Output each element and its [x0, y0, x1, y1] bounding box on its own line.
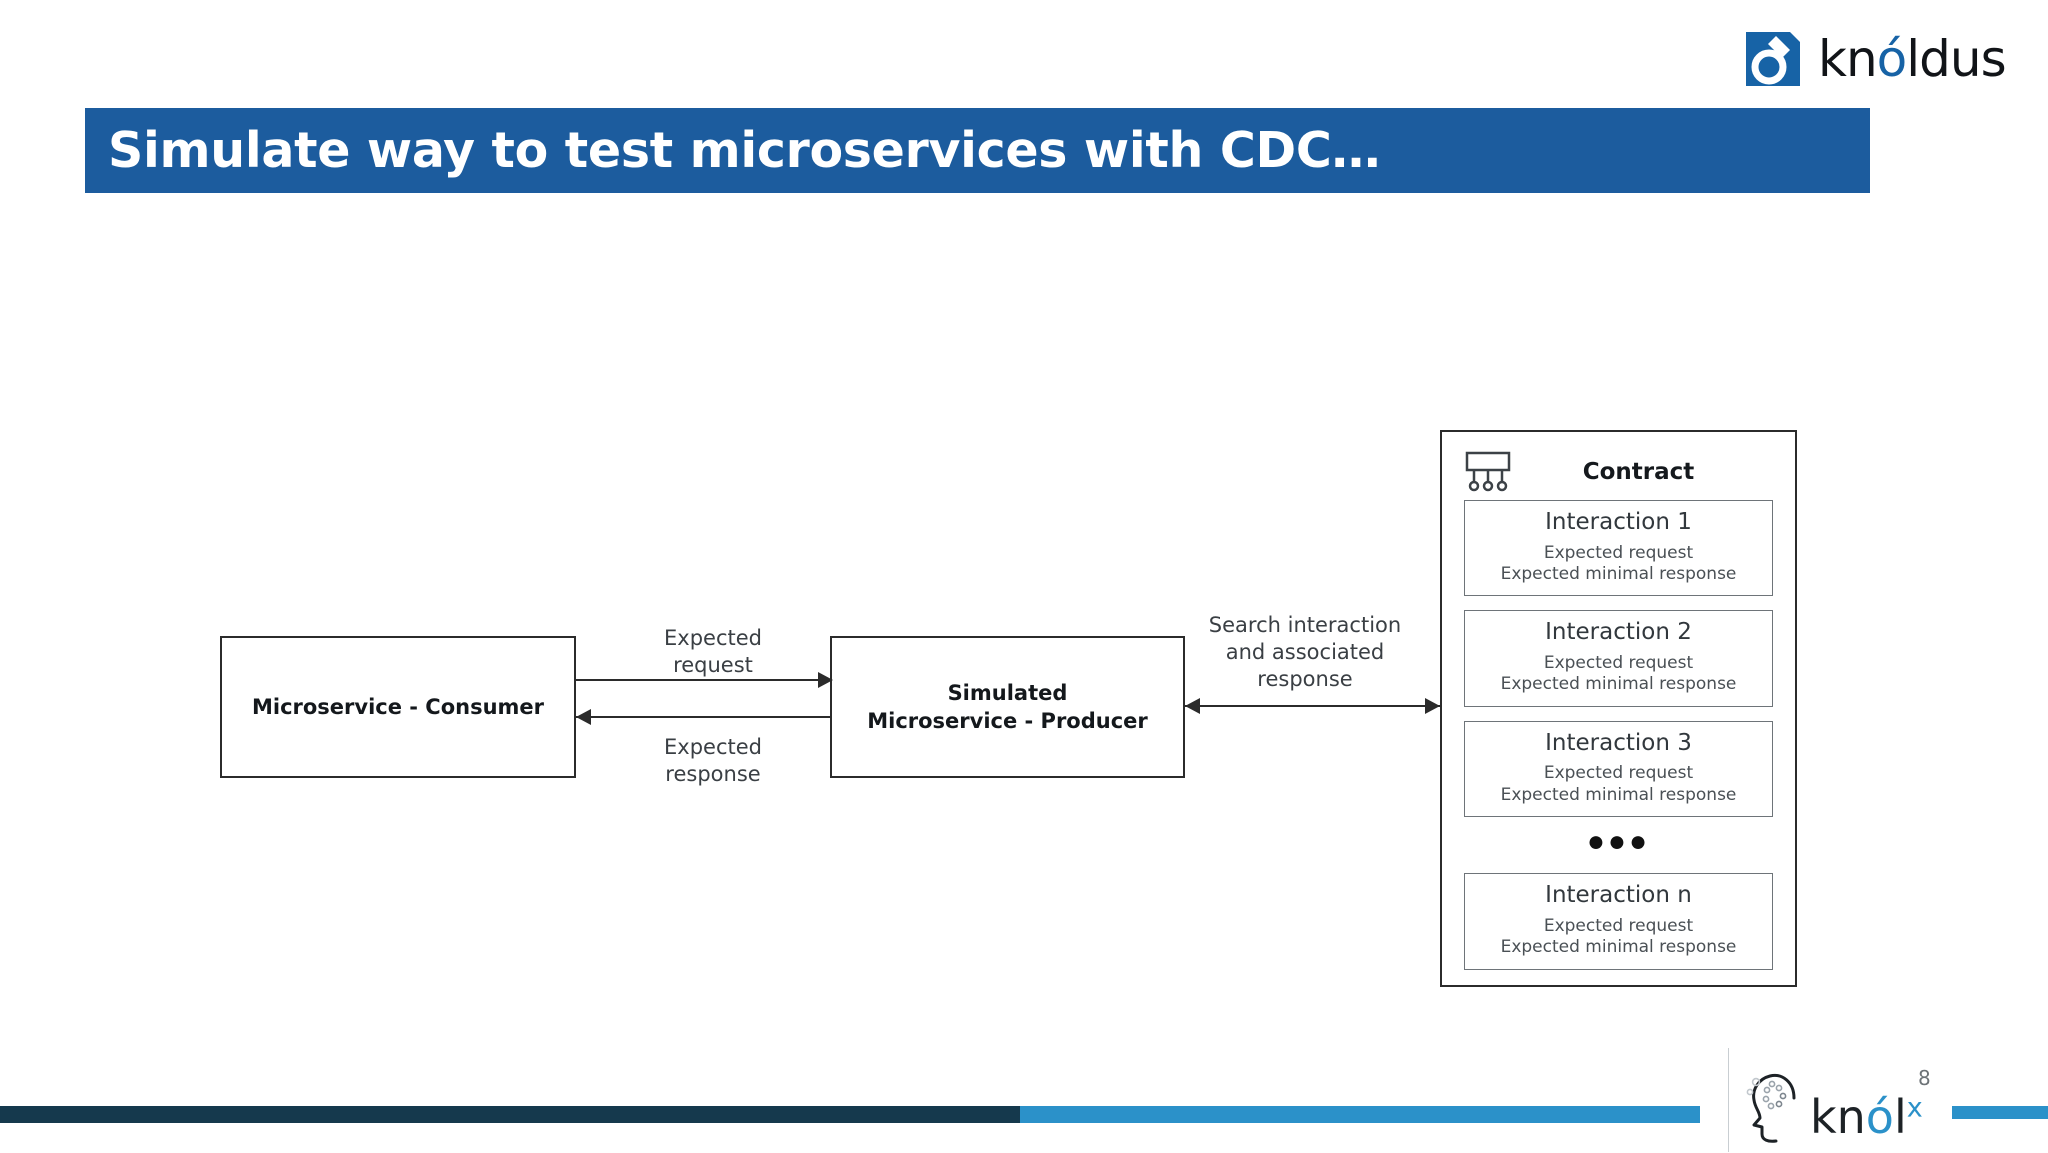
interaction-request: Expected request	[1543, 915, 1694, 936]
brand-prefix: kn	[1818, 30, 1878, 88]
knolx-logo: knólx	[1742, 1062, 1952, 1148]
knoldus-wordmark: knóldus	[1818, 34, 2007, 84]
contract-title: Contract	[1582, 459, 1695, 485]
arrowhead-left-icon	[576, 709, 591, 725]
expected-request-line1: Expected	[664, 626, 762, 650]
producer-label-line1: Simulated	[947, 680, 1068, 705]
producer-box-label: Simulated Microservice - Producer	[867, 679, 1148, 736]
interaction-card: Interaction 1 Expected request Expected …	[1464, 500, 1773, 597]
knolx-wordmark: knólx	[1810, 1094, 1923, 1140]
producer-label-line2: Microservice - Producer	[867, 709, 1148, 733]
knoldus-logo: knóldus	[1742, 22, 2022, 96]
producer-box: Simulated Microservice - Producer	[830, 636, 1185, 778]
interaction-name: Interaction 2	[1545, 619, 1692, 646]
interaction-request: Expected request	[1543, 653, 1694, 673]
arrowhead-left-search-icon	[1185, 698, 1200, 714]
interaction-ellipsis: ●●●	[1586, 825, 1651, 859]
brand-accent-letter: ó	[1876, 30, 1908, 88]
search-interaction-line1: Search interaction	[1208, 613, 1402, 637]
knolx-prefix: kn	[1810, 1090, 1866, 1144]
interaction-card: Interaction 3 Expected request Expected …	[1464, 720, 1773, 818]
knolx-head-icon	[1742, 1068, 1808, 1148]
search-interaction-line3: response	[1257, 666, 1353, 691]
interaction-name: Interaction 3	[1545, 729, 1692, 756]
interaction-card: Interaction n Expected request Expected …	[1464, 873, 1773, 970]
brand-suffix: ldus	[1906, 30, 2006, 88]
arrowhead-right-icon	[818, 672, 833, 688]
expected-response-line1: Expected	[664, 735, 762, 759]
footer-divider	[1728, 1048, 1729, 1152]
consumer-box-label: Microservice - Consumer	[251, 694, 545, 719]
interaction-card: Interaction 2 Expected request Expected …	[1464, 610, 1773, 707]
search-interaction-line2: and associated	[1225, 639, 1385, 664]
interaction-response: Expected minimal response	[1500, 784, 1737, 805]
hierarchy-icon	[1464, 451, 1520, 493]
interaction-response: Expected minimal response	[1500, 674, 1737, 695]
search-interaction-connector	[1185, 705, 1440, 707]
expected-request-line2: request	[673, 652, 753, 677]
contract-header: Contract	[1464, 444, 1773, 500]
footer-rule-dark	[0, 1106, 1020, 1123]
search-interaction-label: Search interaction and associated respon…	[1185, 612, 1425, 693]
expected-request-connector	[576, 679, 830, 681]
interaction-response: Expected minimal response	[1500, 564, 1737, 584]
expected-response-line2: response	[665, 761, 761, 786]
expected-response-connector	[576, 716, 830, 718]
expected-response-label: Expected response	[618, 734, 808, 788]
footer-rule-blue	[1020, 1106, 1700, 1123]
interaction-name: Interaction n	[1545, 882, 1692, 909]
arrowhead-right-search-icon	[1425, 698, 1440, 714]
knoldus-mark-icon	[1742, 28, 1804, 90]
knolx-suffix: l	[1893, 1090, 1907, 1144]
knolx-superscript: x	[1906, 1092, 1923, 1124]
consumer-box: Microservice - Consumer	[220, 636, 576, 778]
footer-rule-blue-right	[1952, 1106, 2048, 1119]
knolx-accent-letter: ó	[1865, 1090, 1894, 1144]
interaction-request: Expected request	[1543, 542, 1694, 563]
contract-panel: Contract Interaction 1 Expected request …	[1440, 430, 1797, 987]
page-number: 8	[1918, 1066, 1931, 1090]
interaction-response: Expected minimal response	[1500, 937, 1737, 958]
interaction-request: Expected request	[1543, 763, 1694, 784]
page-title: Simulate way to test microservices with …	[108, 122, 1381, 179]
slide-title-band: Simulate way to test microservices with …	[85, 108, 1870, 193]
interaction-name: Interaction 1	[1545, 509, 1692, 535]
expected-request-label: Expected request	[618, 625, 808, 679]
